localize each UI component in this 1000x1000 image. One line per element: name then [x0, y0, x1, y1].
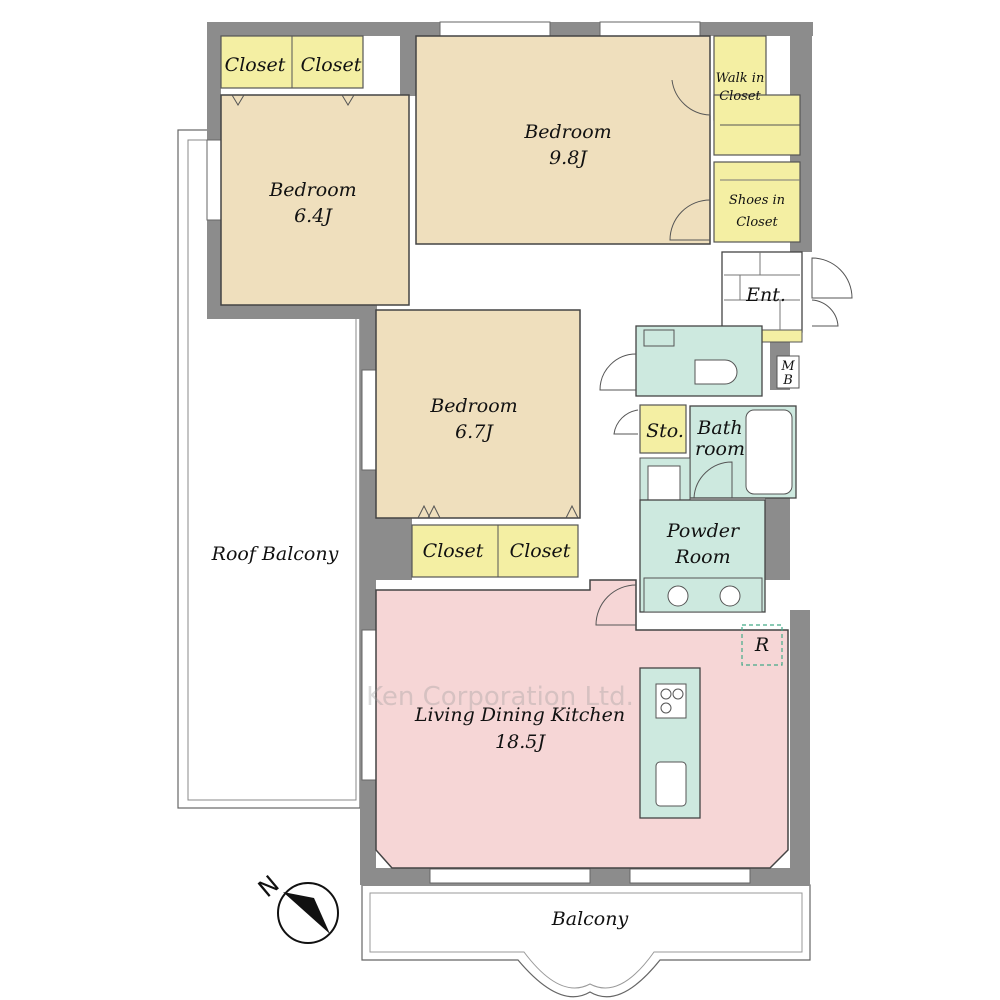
bedroom-6-4-name: Bedroom	[268, 179, 356, 201]
bedroom-6-7-size: 6.7J	[455, 421, 494, 443]
meter-box: M B	[776, 355, 800, 389]
living-dining-kitchen: R Living Dining Kitchen 18.5J	[375, 579, 789, 869]
powder-room-line1: Powder	[666, 520, 741, 542]
bedroom-6-7: Bedroom 6.7J	[375, 309, 581, 519]
closets-top-left: Closet Closet	[220, 35, 364, 89]
closet-label-4: Closet	[510, 540, 571, 562]
bathroom: Bath room	[689, 405, 797, 499]
bedroom-9-8-size: 9.8J	[549, 147, 588, 169]
bedroom-9-8: Bedroom 9.8J	[415, 35, 711, 245]
entrance: Ent.	[721, 251, 853, 343]
bedroom-6-4-size: 6.4J	[294, 205, 333, 227]
storage: Sto.	[613, 404, 687, 454]
roof-balcony-label: Roof Balcony	[211, 543, 339, 565]
ldk-name: Living Dining Kitchen	[414, 704, 625, 726]
closet-label-2: Closet	[301, 54, 362, 76]
bedroom-6-4: Bedroom 6.4J	[220, 94, 410, 306]
bathroom-line1: Bath	[696, 417, 742, 439]
refrigerator-label: R	[754, 634, 769, 656]
shoes-in-closet: Shoes in Closet	[713, 161, 801, 243]
walk-in-closet-line1: Walk in	[716, 71, 765, 86]
compass-north-label: N	[253, 870, 285, 903]
closet-label-1: Closet	[225, 54, 286, 76]
bedroom-9-8-name: Bedroom	[523, 121, 611, 143]
closet-label-3: Closet	[423, 540, 484, 562]
ldk-size: 18.5J	[495, 731, 546, 753]
entrance-label: Ent.	[745, 284, 786, 306]
walk-in-closet: Walk in Closet	[713, 35, 801, 156]
compass: N	[253, 870, 339, 944]
shoes-closet-line1: Shoes in	[729, 193, 785, 208]
storage-label: Sto.	[646, 420, 684, 442]
walk-in-closet-line2: Closet	[719, 89, 761, 104]
toilet-room	[599, 325, 763, 397]
powder-room: Powder Room	[639, 457, 766, 613]
compass-arrow-icon	[283, 892, 330, 934]
closets-middle: Closet Closet	[411, 524, 579, 578]
bedroom-6-7-name: Bedroom	[429, 395, 517, 417]
bathroom-line2: room	[695, 438, 745, 460]
balcony: Balcony	[361, 884, 811, 998]
shoes-closet-line2: Closet	[736, 215, 778, 230]
balcony-label: Balcony	[551, 908, 629, 930]
mb-line2: B	[782, 373, 793, 388]
watermark: Ken Corporation Ltd.	[366, 682, 634, 712]
mb-line1: M	[780, 359, 795, 374]
powder-room-line2: Room	[674, 546, 730, 568]
